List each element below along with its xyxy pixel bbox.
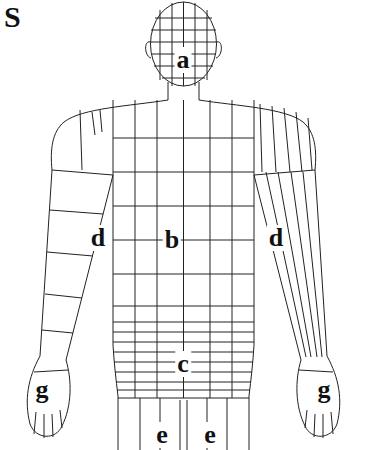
region-label: g	[34, 377, 51, 403]
region-label: d	[89, 225, 107, 251]
region-label: c	[175, 351, 191, 377]
figure-letter: S	[2, 2, 23, 32]
region-label: e	[154, 422, 170, 448]
region-label: g	[316, 377, 333, 403]
region-label: a	[175, 47, 192, 73]
region-label: e	[202, 422, 218, 448]
region-label: d	[267, 225, 285, 251]
region-label: b	[163, 227, 181, 253]
